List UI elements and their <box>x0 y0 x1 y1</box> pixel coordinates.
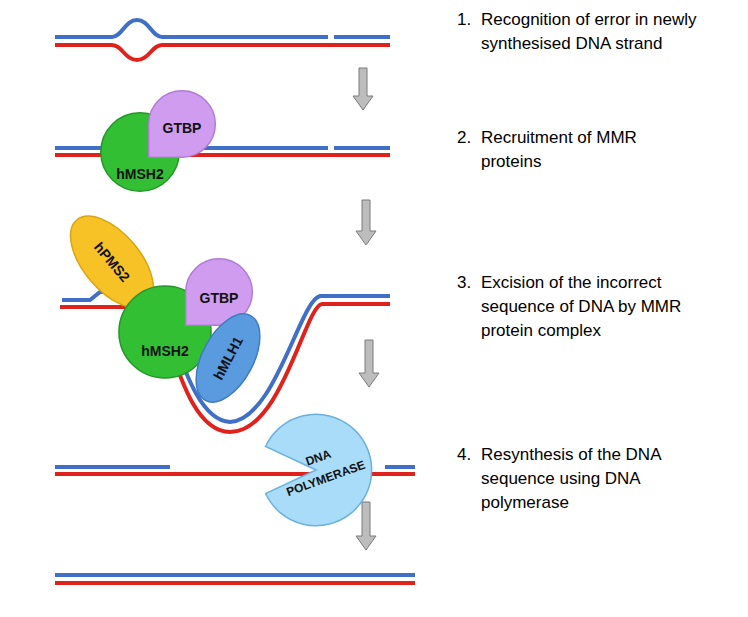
step-number: 3. <box>457 271 479 295</box>
protein-outline <box>183 304 273 413</box>
protein-outline <box>119 286 211 378</box>
step-arrow <box>356 200 376 245</box>
template-strand <box>55 581 415 585</box>
new-strand <box>385 465 415 469</box>
protein-outline <box>101 113 179 191</box>
protein-name: hMSH2 <box>105 166 175 182</box>
step-arrow <box>353 68 373 110</box>
template-strand <box>55 45 390 60</box>
protein-outline <box>149 91 216 158</box>
new-strand <box>55 465 170 469</box>
protein-name: GTBP <box>152 120 212 136</box>
gtbp-protein: GTBP <box>148 90 216 158</box>
step-number: 4. <box>457 443 479 467</box>
step-arrow <box>356 502 376 550</box>
protein-outline <box>266 414 372 525</box>
new-strand <box>55 573 415 577</box>
dna-polymerase: DNA POLYMERASE <box>258 412 374 528</box>
step-description: Recruitment of MMR proteins <box>481 126 686 174</box>
step-number: 1. <box>457 8 479 32</box>
protein-name: hMSH2 <box>125 343 205 359</box>
new-strand <box>334 146 390 150</box>
step-description: Resynthesis of the DNA sequence using DN… <box>481 443 709 515</box>
protein-name: GTBP <box>189 290 249 306</box>
step-description: Recognition of error in newly synthesise… <box>481 8 709 56</box>
step-description: Excision of the incorrect sequence of DN… <box>481 271 709 343</box>
step-number: 2. <box>457 126 479 150</box>
template-strand <box>60 304 390 432</box>
new-strand <box>334 35 390 39</box>
new-strand <box>55 20 328 37</box>
step-arrow <box>359 340 379 387</box>
